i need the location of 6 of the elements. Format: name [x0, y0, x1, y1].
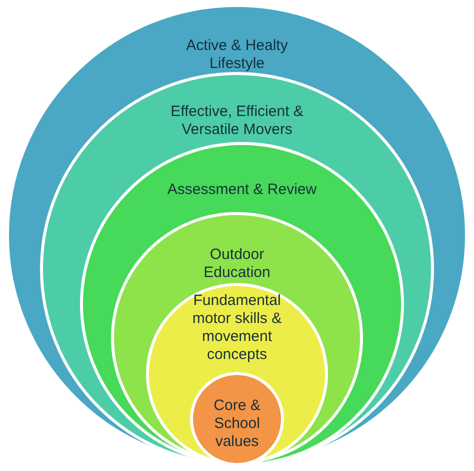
- circle-label: Effective, Efficient & Versatile Movers: [170, 103, 304, 139]
- circle-label: Core & School values: [212, 397, 262, 451]
- circle-label: Active & Healty Lifestyle: [185, 37, 289, 73]
- circle-label: Assessment & Review: [166, 181, 318, 199]
- circle-label: Outdoor Education: [202, 246, 272, 282]
- circle-label: Fundamental motor skills & movement concepts: [191, 292, 283, 364]
